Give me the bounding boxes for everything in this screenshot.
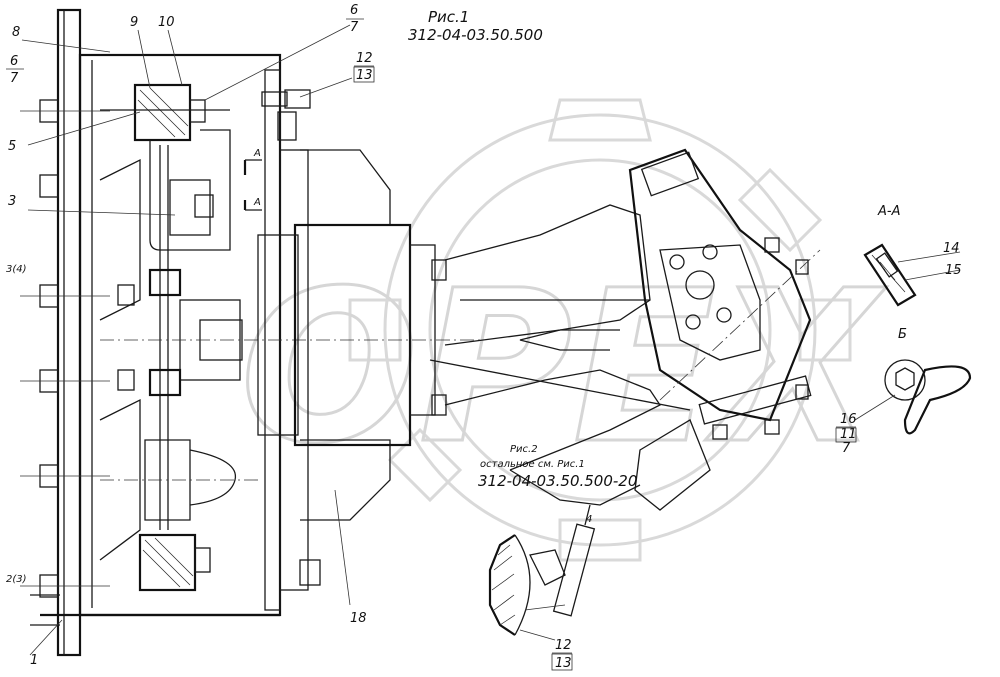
section-mark-a: А А	[243, 148, 262, 211]
title-block: Рис.1 312-04-03.50.500 Рис.2 остальное с…	[408, 8, 637, 490]
label-part-7-left: 7	[10, 71, 19, 86]
label-part-15: 15	[945, 263, 962, 278]
figure-2-sketch	[488, 504, 596, 636]
label-part-4-fig2: 4	[586, 514, 592, 525]
figure-2-code: 312-04-03.50.500-20	[478, 472, 637, 490]
label-part-5: 5	[8, 139, 16, 154]
adapter-housing	[257, 89, 447, 586]
rubber-mount-bottom	[138, 533, 211, 592]
label-part-12-top: 12	[356, 51, 373, 66]
label-part-13-fig2: 13	[555, 656, 572, 671]
part-labels: 8 9 10 6 7 12 13 6 7 5 3 3(4) 2(3) 1 18 …	[6, 3, 962, 671]
bottom-side-note: 2(3)	[6, 574, 27, 585]
label-part-7-top: 7	[350, 20, 359, 35]
mounting-frame	[30, 8, 309, 657]
label-part-14: 14	[943, 241, 960, 256]
internal-mechanism	[99, 129, 480, 561]
label-part-16: 16	[840, 412, 857, 427]
label-part-10: 10	[158, 15, 175, 30]
detail-b-view: Б	[854, 327, 972, 435]
label-part-3: 3	[8, 194, 16, 209]
label-part-7-b: 7	[842, 441, 851, 456]
label-part-9: 9	[130, 15, 138, 30]
section-mark-a-top: А	[253, 148, 261, 159]
label-part-12-fig2: 12	[555, 638, 572, 653]
frame-bolts	[20, 99, 135, 598]
figure-1-title: Рис.1	[428, 8, 469, 26]
detail-b-label: Б	[898, 327, 907, 342]
figure-2-title: Рис.2	[510, 444, 538, 455]
section-a-a-view: А-А	[863, 204, 961, 307]
watermark: OPEX	[239, 98, 888, 562]
left-side-note: 3(4)	[6, 264, 27, 275]
section-a-a-label: А-А	[877, 204, 900, 219]
label-part-6-top: 6	[350, 3, 358, 18]
label-part-6-left: 6	[10, 54, 18, 69]
drive-shaft	[429, 204, 691, 506]
label-part-1: 1	[30, 653, 38, 668]
label-part-11: 11	[840, 427, 857, 442]
figure-2-note: остальное см. Рис.1	[480, 459, 585, 470]
label-part-18: 18	[350, 611, 367, 626]
label-part-8: 8	[12, 25, 20, 40]
watermark-text: OPEX	[240, 245, 887, 490]
figure-1-code: 312-04-03.50.500	[408, 26, 543, 44]
cardan-yoke	[628, 148, 821, 511]
leader-lines	[21, 24, 556, 656]
rubber-mount-top	[100, 83, 230, 142]
label-part-13-top: 13	[356, 68, 373, 83]
section-mark-a-bottom: А	[253, 197, 261, 208]
